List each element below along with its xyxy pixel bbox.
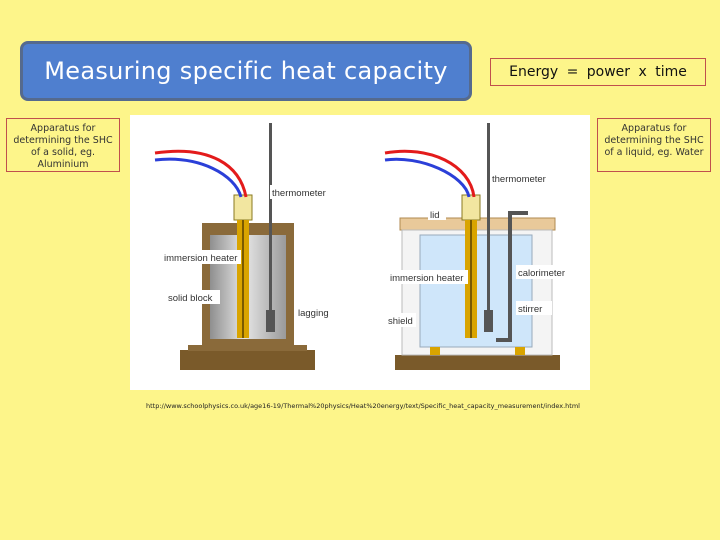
label-immersion-heater-right: immersion heater xyxy=(390,273,463,284)
wire-blue-left xyxy=(154,157,243,198)
thermometer-right xyxy=(487,123,490,323)
apparatus-diagram: thermometer immersion heater solid block… xyxy=(130,115,590,390)
label-lagging: lagging xyxy=(298,308,329,319)
formula-text: Energy = power x time xyxy=(509,64,687,80)
apparatus-illustration: thermometer immersion heater solid block… xyxy=(154,123,576,370)
solid-base xyxy=(180,350,315,370)
source-url: http://www.schoolphysics.co.uk/age16-19/… xyxy=(146,402,580,410)
label-shield: shield xyxy=(388,316,413,327)
thermometer-left xyxy=(269,123,272,323)
label-stirrer: stirrer xyxy=(518,304,542,315)
formula-box: Energy = power x time xyxy=(490,58,706,86)
label-thermometer-right: thermometer xyxy=(492,174,546,185)
liquid-base xyxy=(395,355,560,370)
label-calorimeter: calorimeter xyxy=(518,268,565,279)
wire-red-left xyxy=(154,149,248,198)
label-thermometer-left: thermometer xyxy=(272,188,326,199)
label-solid-block: solid block xyxy=(168,293,213,304)
label-immersion-heater-left: immersion heater xyxy=(164,253,237,264)
label-lid: lid xyxy=(430,210,440,221)
slide-title: Measuring specific heat capacity xyxy=(44,57,448,85)
wire-red-right xyxy=(384,149,476,198)
slide-title-box: Measuring specific heat capacity xyxy=(20,41,472,101)
wire-blue-right xyxy=(384,157,471,198)
note-liquid-apparatus: Apparatus for determining the SHC of a l… xyxy=(597,118,711,172)
note-solid-apparatus: Apparatus for determining the SHC of a s… xyxy=(6,118,120,172)
stirrer xyxy=(496,211,528,342)
